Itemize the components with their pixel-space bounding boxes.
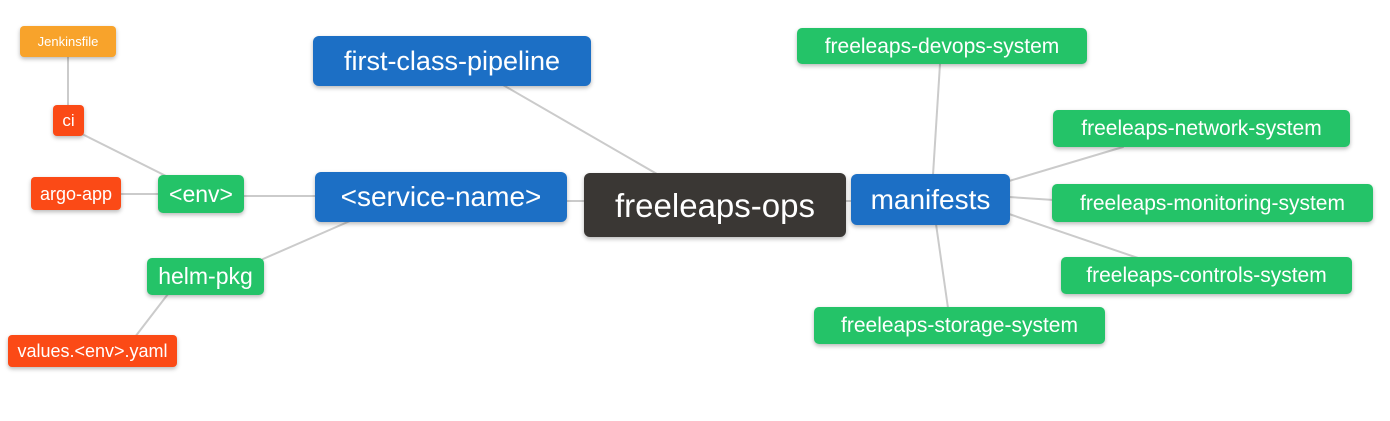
node-jenkinsfile[interactable]: Jenkinsfile [20, 26, 116, 57]
node-first-class-pipeline[interactable]: first-class-pipeline [313, 36, 591, 86]
node-freeleaps-ops[interactable]: freeleaps-ops [584, 173, 846, 237]
node-manifests[interactable]: manifests [851, 174, 1010, 225]
edge-manifests-to-freeleaps-devops-system [932, 63, 941, 176]
edge-manifests-to-freeleaps-monitoring-system [1008, 196, 1055, 201]
edge-service-name-to-helm-pkg [262, 220, 351, 260]
edge-manifests-to-freeleaps-network-system [1008, 146, 1124, 182]
edge-first-class-pipeline-to-freeleaps-ops [502, 84, 658, 175]
edge-manifests-to-freeleaps-controls-system [1008, 213, 1139, 259]
edge-manifests-to-freeleaps-storage-system [935, 223, 949, 309]
node-values-env-yaml[interactable]: values.<env>.yaml [8, 335, 177, 367]
node-helm-pkg[interactable]: helm-pkg [147, 258, 264, 295]
node-env[interactable]: <env> [158, 175, 244, 213]
node-ci[interactable]: ci [53, 105, 84, 136]
node-freeleaps-storage-system[interactable]: freeleaps-storage-system [814, 307, 1105, 344]
node-freeleaps-monitoring-system[interactable]: freeleaps-monitoring-system [1052, 184, 1373, 222]
edge-helm-pkg-to-values-env-yaml [134, 293, 169, 338]
node-freeleaps-network-system[interactable]: freeleaps-network-system [1053, 110, 1350, 147]
node-freeleaps-devops-system[interactable]: freeleaps-devops-system [797, 28, 1087, 64]
node-argo-app[interactable]: argo-app [31, 177, 121, 210]
node-freeleaps-controls-system[interactable]: freeleaps-controls-system [1061, 257, 1352, 294]
node-service-name[interactable]: <service-name> [315, 172, 567, 222]
edge-ci-to-env [81, 133, 167, 177]
